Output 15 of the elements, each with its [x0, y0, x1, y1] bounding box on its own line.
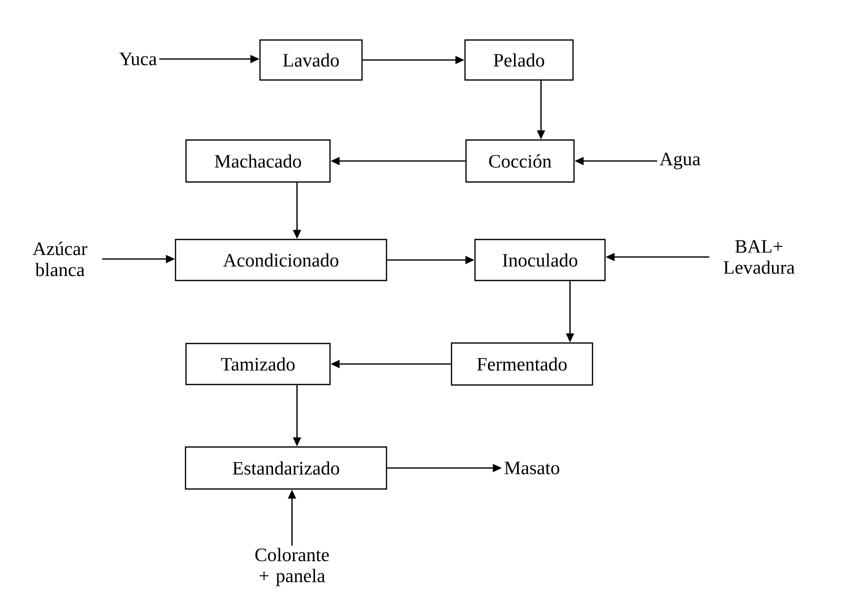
input-label: Agua: [660, 152, 700, 170]
process-box: Fermentado: [450, 342, 594, 386]
process-box: Tamizado: [185, 342, 331, 386]
output-label: Masato: [504, 462, 560, 474]
input-label: Yuca: [119, 52, 157, 66]
input-label: BAL+ Levadura: [724, 240, 795, 274]
process-box: Pelado: [464, 39, 574, 81]
process-box: Inoculado: [474, 238, 606, 282]
input-label: Colorante + panela: [255, 548, 329, 586]
process-box: Lavado: [259, 39, 363, 81]
process-box: Estandarizado: [184, 446, 388, 490]
process-box: Cocción: [465, 139, 575, 183]
input-label: Azúcar blanca: [32, 242, 88, 276]
process-box: Machacado: [185, 139, 331, 183]
process-box: Acondicionado: [174, 238, 388, 282]
